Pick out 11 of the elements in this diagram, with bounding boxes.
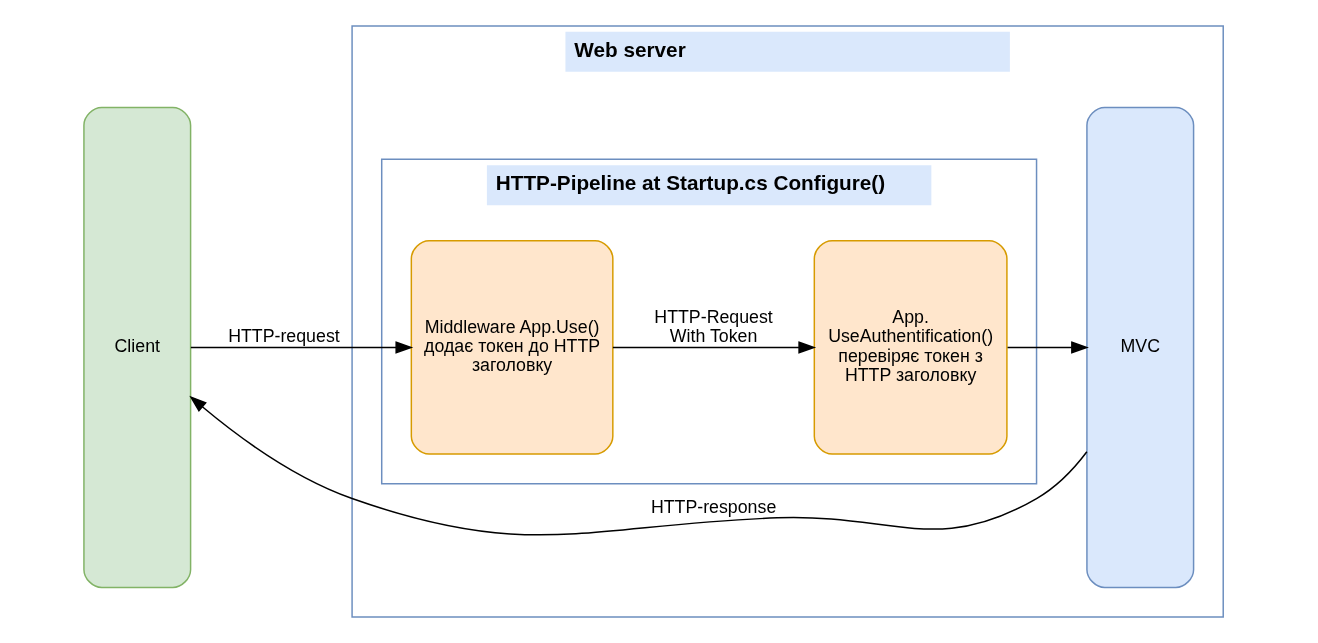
arrow: [1006, 341, 1089, 354]
node-box: MVC: [1085, 106, 1194, 589]
arrow: [611, 341, 816, 354]
arrow: [188, 395, 1088, 536]
edge-label: HTTP-Request With Token: [653, 307, 773, 347]
arrow: [189, 341, 413, 354]
node-box: App. UseAuthentification() перевіряє токен з HTTP заголовку: [813, 240, 1008, 455]
node-box: Client: [82, 106, 191, 589]
node-box: Middleware App.Use() додає токен до HTTP заголовку: [410, 240, 614, 455]
edge-label: HTTP-request: [227, 326, 340, 347]
edge-label: HTTP-response: [650, 496, 776, 517]
